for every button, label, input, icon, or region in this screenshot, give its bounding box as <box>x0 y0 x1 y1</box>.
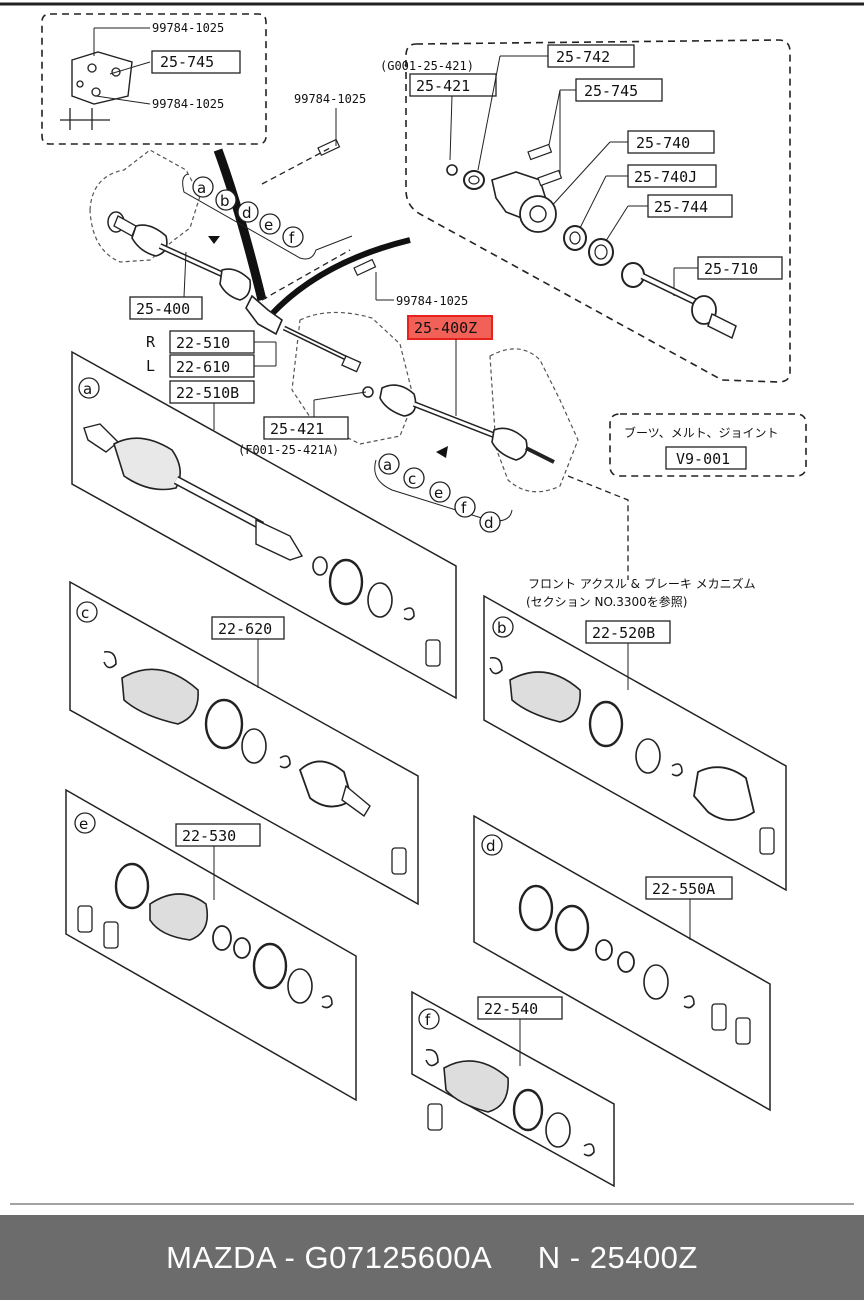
label-22-510: 22-510 <box>176 334 230 352</box>
label-g001-note: (G001-25-421) <box>380 59 474 73</box>
circle-letter-upper-d: d <box>242 204 252 222</box>
kit-panel-c: c 22-620 <box>69 580 419 906</box>
circle-letter-lower-c: c <box>408 470 416 488</box>
kit-a-letter: a <box>83 380 92 398</box>
label-25-710: 25-710 <box>704 260 758 278</box>
circle-letter-lower-f: f <box>461 499 467 517</box>
footer-bar: MAZDA - G07125600A N - 25400Z <box>0 1215 864 1300</box>
label-25-745-right: 25-745 <box>584 82 638 100</box>
label-25-740: 25-740 <box>636 134 690 152</box>
label-l-mark: L <box>146 357 155 375</box>
footer-part-number: MAZDA - G07125600A <box>166 1239 493 1275</box>
label-25-744: 25-744 <box>654 198 708 216</box>
parts-diagram: 99784-1025 25-745 99784-1025 (G001-25-42… <box>0 2 864 1205</box>
circle-letter-lower-a: a <box>383 456 392 474</box>
label-r-mark: R <box>146 333 156 351</box>
circle-letter-upper-e: e <box>264 216 273 234</box>
label-f001-note: (F001-25-421A) <box>238 443 339 457</box>
kit-e-letter: e <box>79 815 88 833</box>
kit-f-letter: f <box>425 1011 431 1029</box>
circle-letter-upper-b: b <box>220 192 230 210</box>
label-25-421-top: 25-421 <box>416 77 470 95</box>
kit-panel-f: f 22-540 <box>411 990 615 1188</box>
label-25-421-bottom: 25-421 <box>270 420 324 438</box>
label-22-620: 22-620 <box>218 620 272 638</box>
circle-letter-upper-a: a <box>197 179 206 197</box>
label-22-510B: 22-510B <box>176 384 239 402</box>
kit-panel-e: e 22-530 <box>65 788 357 1102</box>
circle-letter-lower-e: e <box>434 484 443 502</box>
kit-panel-d: d 22-550A <box>473 814 771 1112</box>
kit-c-letter: c <box>81 604 89 622</box>
label-22-540: 22-540 <box>484 1000 538 1018</box>
circle-letters-lower: a c e f d <box>378 453 501 533</box>
label-22-550A: 22-550A <box>652 880 715 898</box>
label-ref-note-2: (セクション NO.3300を参照) <box>526 594 687 609</box>
kit-d-letter: d <box>486 837 496 855</box>
main-assembly: 99784-1025 99784-1025 25-400 25-400Z R 2… <box>89 92 807 609</box>
kit-panel-b: b 22-520B <box>483 594 787 892</box>
label-bolt-top-2: 99784-1025 <box>152 97 224 111</box>
label-25-742: 25-742 <box>556 48 610 66</box>
label-25-400: 25-400 <box>136 300 190 318</box>
label-22-520B: 22-520B <box>592 624 655 642</box>
label-v9-001: V9-001 <box>676 450 730 468</box>
label-22-610: 22-610 <box>176 358 230 376</box>
circle-letter-lower-d: d <box>484 514 494 532</box>
circle-letter-upper-f: f <box>289 229 295 247</box>
label-bolt-mid: 99784-1025 <box>294 92 366 106</box>
label-25-740J: 25-740J <box>634 168 697 186</box>
inset-top-right: (G001-25-421) 25-421 25-742 25-745 25-74… <box>380 39 791 383</box>
label-22-530: 22-530 <box>182 827 236 845</box>
label-25-745-left: 25-745 <box>160 53 214 71</box>
label-bolt-top-1: 99784-1025 <box>152 21 224 35</box>
footer-ref-number: N - 25400Z <box>537 1239 698 1275</box>
circle-letters-upper: a b d e f <box>192 176 304 248</box>
kit-b-letter: b <box>497 619 507 637</box>
label-bolt-lower: 99784-1025 <box>396 294 468 308</box>
label-ref-note-1: フロント アクスル & ブレーキ メカニズム <box>528 576 756 591</box>
label-boot-note: ブーツ、メルト、ジョイント <box>624 425 779 440</box>
kit-panel-a: a <box>71 350 457 700</box>
inset-top-left: 99784-1025 25-745 99784-1025 <box>41 13 267 145</box>
label-25-400Z: 25-400Z <box>414 319 477 337</box>
